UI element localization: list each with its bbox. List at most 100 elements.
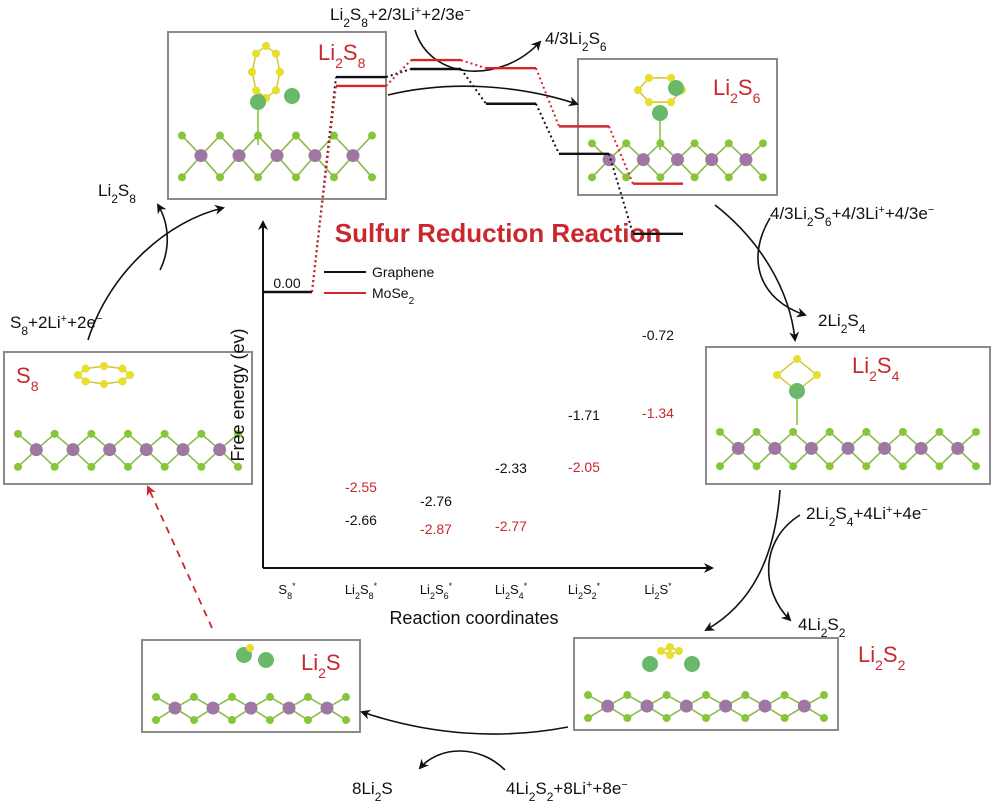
s-atom bbox=[666, 643, 674, 651]
mo-atom bbox=[282, 701, 296, 715]
connector-mose2-2 bbox=[385, 59, 412, 87]
mo-atom bbox=[29, 443, 43, 457]
se-atom bbox=[724, 173, 733, 182]
adsorbates bbox=[74, 42, 821, 672]
se-atom bbox=[124, 429, 132, 438]
mo-atom bbox=[878, 441, 892, 455]
se-atom bbox=[14, 462, 22, 471]
mo-atom bbox=[841, 441, 855, 455]
mo-atom bbox=[601, 699, 615, 713]
mo-atom bbox=[308, 149, 322, 163]
se-atom bbox=[87, 429, 96, 438]
se-atom bbox=[588, 173, 596, 182]
se-atom bbox=[898, 427, 907, 436]
se-atom bbox=[898, 462, 907, 471]
free-energy-chart: Free energy (ev) Reaction coordinates Gr… bbox=[228, 58, 714, 628]
x-axis-label: Reaction coordinates bbox=[389, 608, 558, 628]
product-label-li2s8: Li2S8 bbox=[98, 181, 136, 206]
se-atom bbox=[789, 427, 798, 436]
s-atom bbox=[100, 380, 108, 388]
reaction-label-li2s8-reduction: Li2S8+2/3Li++2/3e− bbox=[330, 5, 471, 30]
mo-atom bbox=[914, 441, 928, 455]
se-atom bbox=[50, 462, 59, 471]
y-axis-label: Free energy (ev) bbox=[228, 328, 248, 461]
panel-label-s8: S8 bbox=[16, 363, 39, 394]
reaction-label-s8-reduction: S8+2Li++2e− bbox=[10, 313, 102, 338]
mo-atom bbox=[804, 441, 818, 455]
s-atom bbox=[813, 371, 821, 379]
s-atom bbox=[81, 364, 90, 373]
s-atom bbox=[657, 647, 665, 655]
se-atom bbox=[190, 693, 198, 702]
li-atom bbox=[684, 656, 700, 672]
se-atom bbox=[623, 714, 632, 723]
mo-atom bbox=[213, 443, 227, 457]
se-atom bbox=[330, 173, 338, 182]
mo-atom bbox=[679, 699, 693, 713]
panel-label-li2s: Li2S bbox=[301, 650, 341, 681]
se-atom bbox=[160, 462, 169, 471]
reaction-label-li2s2-reduction: 4Li2S2+8Li++8e− bbox=[506, 779, 628, 804]
se-atom bbox=[622, 139, 631, 148]
connector-mose2-4 bbox=[535, 67, 560, 127]
se-atom bbox=[716, 427, 724, 436]
arrow-branch-li2s6-out bbox=[414, 29, 542, 72]
arrow-branch-li2s-out bbox=[418, 750, 506, 771]
arrow-branch-li2s4-out bbox=[757, 217, 807, 318]
se-atom bbox=[50, 429, 59, 438]
bond bbox=[796, 358, 818, 376]
se-atom bbox=[935, 462, 944, 471]
se-atom bbox=[825, 427, 834, 436]
arrow-li2s8-to-li2s6 bbox=[387, 85, 579, 107]
x-tick-li2s: Li2S* bbox=[644, 581, 672, 601]
se-atom bbox=[234, 429, 242, 438]
mo-atom bbox=[244, 701, 258, 715]
se-atom bbox=[584, 714, 592, 723]
value-label-mose2-3: -2.77 bbox=[495, 518, 527, 534]
value-label-graphene-0: 0.00 bbox=[273, 275, 300, 291]
se-atom bbox=[342, 693, 350, 702]
se-atom bbox=[292, 173, 300, 182]
s-atom bbox=[81, 377, 90, 386]
se-atom bbox=[234, 462, 242, 471]
se-atom bbox=[716, 462, 724, 471]
s-atom bbox=[276, 68, 284, 76]
mo-atom bbox=[797, 699, 811, 713]
s-atom bbox=[667, 98, 675, 107]
product-label-li2s6: 4/3Li2S6 bbox=[545, 29, 607, 54]
value-label-mose2-1: -2.55 bbox=[345, 479, 377, 495]
mo-atom bbox=[636, 153, 650, 167]
se-atom bbox=[752, 462, 761, 471]
se-atom bbox=[152, 716, 160, 725]
se-atom bbox=[752, 427, 761, 436]
se-atom bbox=[197, 462, 206, 471]
se-atom bbox=[228, 716, 236, 725]
li-atom bbox=[642, 656, 658, 672]
se-atom bbox=[197, 429, 206, 438]
s-atom bbox=[118, 364, 127, 373]
se-atom bbox=[662, 691, 671, 700]
chart-title: Sulfur Reduction Reaction bbox=[335, 218, 661, 248]
se-atom bbox=[862, 462, 871, 471]
x-tick-li2s2: Li2S2* bbox=[568, 581, 601, 601]
connector-graphene-3 bbox=[460, 68, 487, 105]
se-atom bbox=[152, 693, 160, 702]
mo-atom bbox=[194, 149, 208, 163]
x-tick-li2s4: Li2S4* bbox=[495, 581, 528, 601]
li-atom bbox=[789, 383, 805, 399]
value-label-mose2-2: -2.87 bbox=[420, 521, 452, 537]
arrow-li2s-to-s8-dashed bbox=[146, 485, 213, 629]
connector-graphene-4 bbox=[535, 103, 560, 155]
se-atom bbox=[690, 139, 699, 148]
se-atom bbox=[662, 714, 671, 723]
mo-atom bbox=[103, 443, 117, 457]
mo-atom bbox=[602, 153, 616, 167]
connector-graphene-2 bbox=[385, 68, 412, 79]
s-atom bbox=[252, 49, 261, 58]
se-atom bbox=[820, 691, 828, 700]
se-atom bbox=[14, 429, 22, 438]
s-atom bbox=[252, 86, 261, 95]
se-atom bbox=[759, 173, 767, 182]
s-atom bbox=[74, 371, 82, 379]
panel-label-li2s6: Li2S6 bbox=[713, 75, 761, 106]
